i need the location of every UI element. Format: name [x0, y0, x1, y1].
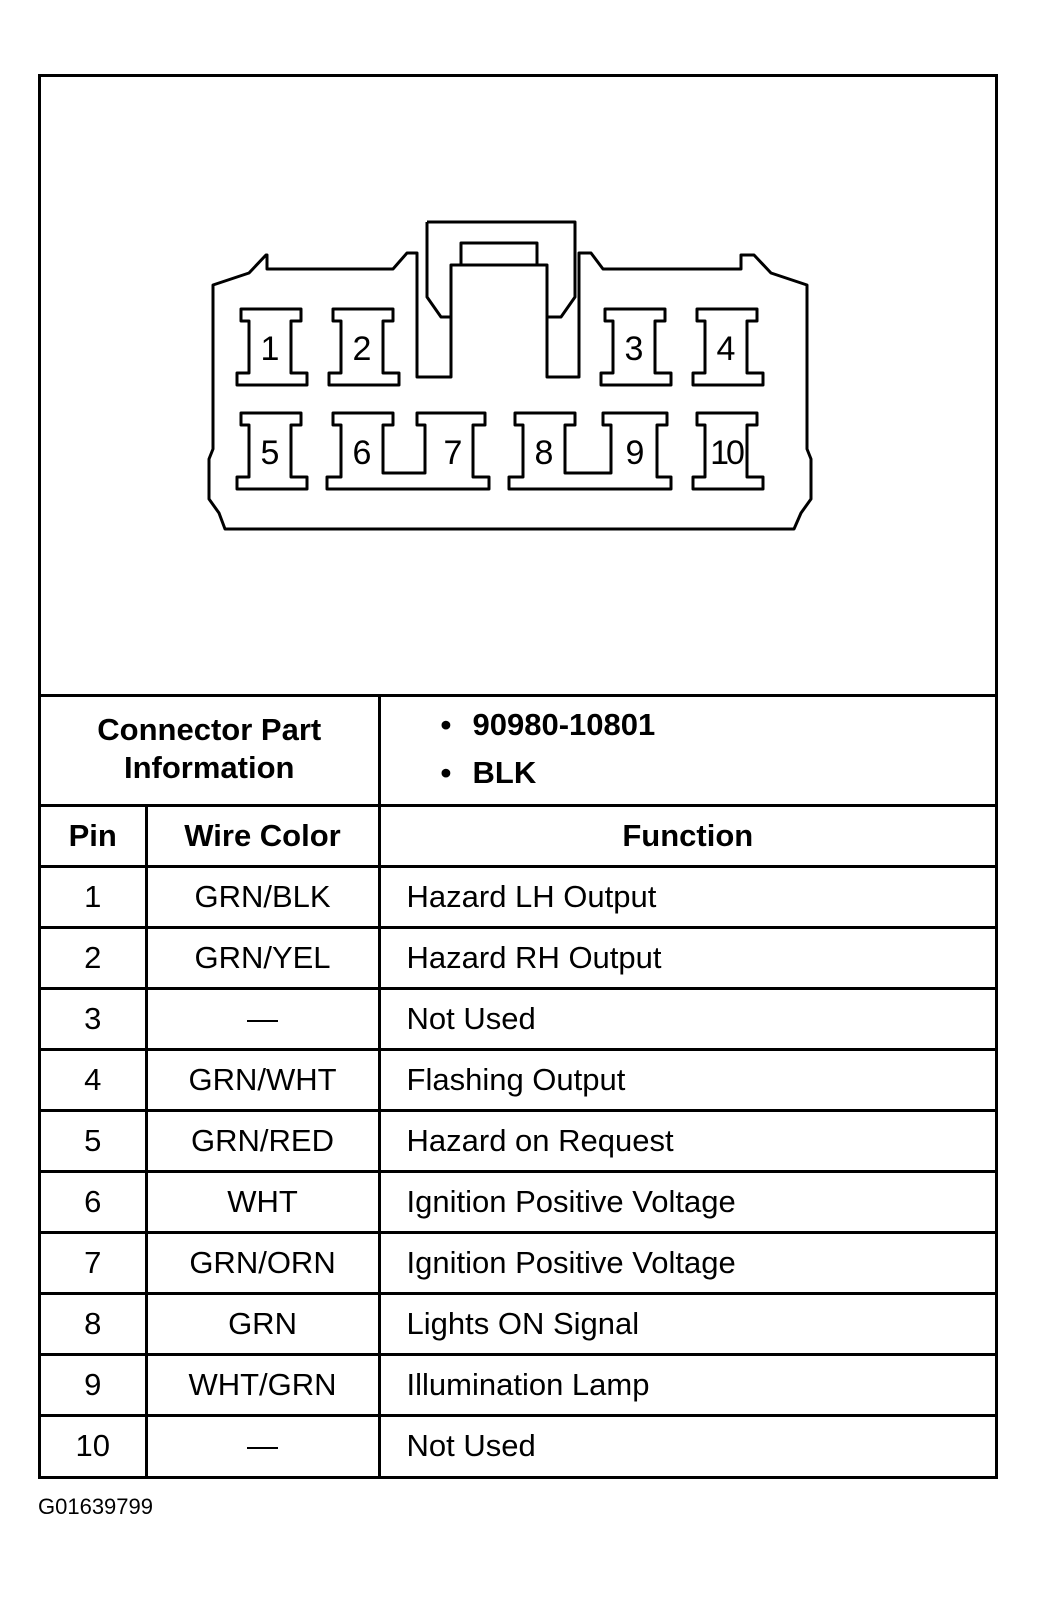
table-row: 4 GRN/WHT Flashing Output	[41, 1047, 996, 1112]
part-info-label-line1: Connector Part	[97, 711, 322, 747]
pin-label-3: 3	[625, 330, 644, 368]
cell-function: Hazard RH Output	[377, 925, 996, 990]
part-info-values: 90980-10801 BLK	[377, 694, 996, 807]
pin-cavity-10	[691, 411, 765, 491]
cell-function: Flashing Output	[377, 1047, 996, 1112]
cell-function: Not Used	[377, 986, 996, 1051]
pin-label-4: 4	[717, 330, 736, 368]
table-row: 10 — Not Used	[41, 1413, 996, 1476]
table-row: 7 GRN/ORN Ignition Positive Voltage	[41, 1230, 996, 1295]
pin-label-6: 6	[353, 434, 372, 472]
connector-face-drawing: 1 2 3 4 5 6 7 8 9 10	[207, 220, 813, 531]
table-header-row: Pin Wire Color Function	[41, 803, 996, 868]
cell-wire-color: WHT	[144, 1169, 381, 1234]
cell-wire-color: WHT/GRN	[144, 1352, 381, 1417]
pin-cavity-4	[691, 307, 765, 387]
pin-cavity-3	[599, 307, 673, 387]
pin-cavity-8-9	[507, 411, 673, 491]
cell-function: Illumination Lamp	[377, 1352, 996, 1417]
pin-label-1: 1	[261, 330, 280, 368]
cell-wire-color: GRN	[144, 1291, 381, 1356]
pin-label-5: 5	[261, 434, 280, 472]
cell-wire-color: GRN/RED	[144, 1108, 381, 1173]
cell-wire-color: GRN/WHT	[144, 1047, 381, 1112]
cell-function: Ignition Positive Voltage	[377, 1230, 996, 1295]
cell-pin: 7	[41, 1230, 148, 1295]
figure-code: G01639799	[38, 1494, 153, 1519]
pinout-table: Connector Part Information 90980-10801 B…	[41, 694, 996, 1476]
table-row: 9 WHT/GRN Illumination Lamp	[41, 1352, 996, 1417]
cell-wire-color: GRN/BLK	[144, 864, 381, 929]
latch-window	[459, 241, 539, 267]
part-info-label: Connector Part Information	[41, 694, 381, 807]
cell-pin: 1	[41, 864, 148, 929]
header-pin: Pin	[41, 803, 148, 868]
pin-cavity-1	[235, 307, 309, 387]
pin-label-7: 7	[444, 434, 463, 472]
connector-figure-frame: 1 2 3 4 5 6 7 8 9 10 Connector Part Info…	[38, 74, 998, 1479]
cell-pin: 8	[41, 1291, 148, 1356]
pin-cavity-2	[327, 307, 401, 387]
cell-wire-color: —	[144, 986, 381, 1051]
cell-pin: 3	[41, 986, 148, 1051]
cell-pin: 10	[41, 1413, 148, 1476]
cell-wire-color: —	[144, 1413, 381, 1476]
part-number: 90980-10801	[441, 701, 996, 749]
table-row: 8 GRN Lights ON Signal	[41, 1291, 996, 1356]
connector-color: BLK	[441, 749, 996, 797]
cell-pin: 5	[41, 1108, 148, 1173]
connector-latch	[425, 220, 577, 319]
pin-label-10: 10	[710, 434, 744, 472]
pin-label-9: 9	[626, 434, 645, 472]
table-row: 3 — Not Used	[41, 986, 996, 1051]
cell-wire-color: GRN/YEL	[144, 925, 381, 990]
cell-function: Hazard on Request	[377, 1108, 996, 1173]
table-row: 6 WHT Ignition Positive Voltage	[41, 1169, 996, 1234]
header-wire-color: Wire Color	[144, 803, 381, 868]
pin-label-8: 8	[535, 434, 554, 472]
part-info-row: Connector Part Information 90980-10801 B…	[41, 694, 996, 807]
pin-cavity-6-7	[325, 411, 491, 491]
table-row: 5 GRN/RED Hazard on Request	[41, 1108, 996, 1173]
part-info-label-line2: Information	[124, 749, 295, 785]
connector-diagram: 1 2 3 4 5 6 7 8 9 10	[41, 77, 995, 697]
table-row: 2 GRN/YEL Hazard RH Output	[41, 925, 996, 990]
table-row: 1 GRN/BLK Hazard LH Output	[41, 864, 996, 929]
cell-function: Lights ON Signal	[377, 1291, 996, 1356]
header-function: Function	[377, 803, 996, 868]
cell-function: Ignition Positive Voltage	[377, 1169, 996, 1234]
cell-pin: 2	[41, 925, 148, 990]
connector-housing-outline	[207, 251, 813, 531]
cell-pin: 4	[41, 1047, 148, 1112]
cell-wire-color: GRN/ORN	[144, 1230, 381, 1295]
cell-pin: 6	[41, 1169, 148, 1234]
cell-function: Hazard LH Output	[377, 864, 996, 929]
pin-cavity-5	[235, 411, 309, 491]
cell-function: Not Used	[377, 1413, 996, 1476]
pin-label-2: 2	[353, 330, 372, 368]
cell-pin: 9	[41, 1352, 148, 1417]
